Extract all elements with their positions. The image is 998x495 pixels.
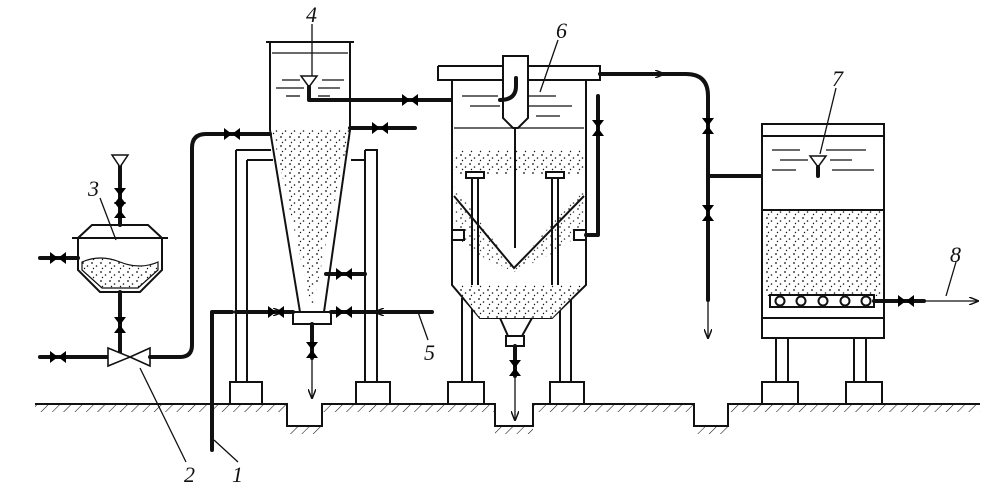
gate-valve-icon bbox=[224, 128, 240, 140]
ground bbox=[35, 403, 980, 434]
gate-valve-icon bbox=[50, 351, 66, 363]
liquid-level-icon bbox=[110, 154, 130, 169]
gate-valve-icon bbox=[114, 317, 126, 333]
gate-valve-icon bbox=[50, 252, 66, 264]
gate-valve-icon bbox=[306, 342, 318, 358]
callout-label-3: 3 bbox=[87, 176, 99, 201]
callout-label-7: 7 bbox=[832, 66, 844, 91]
clarifier-6 bbox=[437, 55, 822, 420]
liquid-level-icon bbox=[808, 155, 828, 169]
gate-valve-icon bbox=[114, 202, 126, 218]
callout-label-5: 5 bbox=[424, 340, 435, 365]
gate-valve-icon bbox=[336, 268, 352, 280]
gate-valve-icon bbox=[702, 118, 714, 134]
gate-valve-icon bbox=[898, 295, 914, 307]
liquid-level-icon bbox=[299, 75, 319, 89]
callout-label-4: 4 bbox=[306, 2, 317, 27]
filter-7 bbox=[761, 123, 978, 405]
callout-label-1: 1 bbox=[232, 462, 243, 487]
gate-valve-icon bbox=[372, 122, 388, 134]
callout-label-6: 6 bbox=[556, 18, 567, 43]
gate-valve-icon bbox=[702, 205, 714, 221]
gate-valve-icon bbox=[336, 306, 352, 318]
callout-label-8: 8 bbox=[950, 242, 961, 267]
dosing-vessel-3 bbox=[38, 154, 168, 357]
callout-label-2: 2 bbox=[184, 462, 195, 487]
leader-lines bbox=[99, 24, 957, 463]
ejector-2 bbox=[38, 128, 272, 368]
cone-settler-4 bbox=[229, 41, 502, 405]
gate-valve-icon bbox=[268, 306, 284, 318]
gate-valve-icon bbox=[114, 188, 126, 204]
gate-valve-icon bbox=[402, 94, 418, 106]
gate-valve-icon bbox=[509, 360, 521, 376]
gate-valve-icon bbox=[592, 120, 604, 136]
